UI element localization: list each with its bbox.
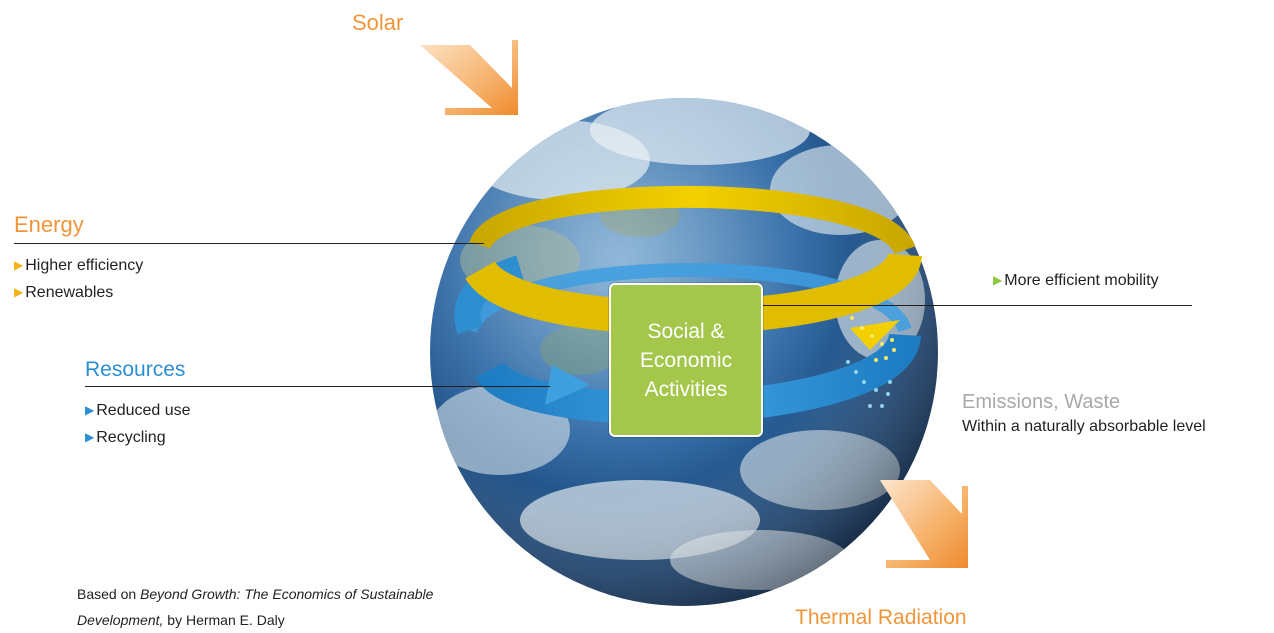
emissions-title: Emissions, Waste bbox=[962, 391, 1121, 413]
list-item: ▶Reduced use bbox=[85, 402, 191, 419]
thermal-arrow-icon bbox=[880, 480, 968, 568]
triangle-bullet-icon: ▶ bbox=[85, 430, 95, 444]
mobility-leader-line bbox=[684, 305, 1192, 306]
emission-dots bbox=[846, 316, 896, 408]
triangle-bullet-icon: ▶ bbox=[14, 285, 24, 299]
triangle-bullet-icon: ▶ bbox=[14, 258, 24, 272]
center-label-line-3: Activities bbox=[644, 377, 728, 401]
mobility-item: ▶More efficient mobility bbox=[993, 272, 1159, 289]
triangle-bullet-icon: ▶ bbox=[993, 273, 1003, 287]
energy-list: ▶Higher efficiency ▶Renewables bbox=[14, 252, 143, 306]
solar-arrow-icon bbox=[420, 40, 518, 115]
list-item: ▶Higher efficiency bbox=[14, 257, 144, 274]
book-title-line-2: Development, bbox=[77, 612, 164, 628]
resources-leader-line bbox=[85, 386, 550, 387]
emissions-subtitle: Within a naturally absorbable level bbox=[962, 418, 1206, 435]
list-item: ▶Renewables bbox=[14, 284, 114, 301]
book-title-line-1: Beyond Growth: The Economics of Sustaina… bbox=[140, 586, 434, 602]
citation: Based on Beyond Growth: The Economics of… bbox=[77, 586, 434, 628]
social-economic-activities-box: Social & Economic Activities bbox=[609, 283, 763, 437]
list-item: ▶Recycling bbox=[85, 429, 166, 446]
center-label-line-2: Economic bbox=[639, 348, 733, 372]
resources-title: Resources bbox=[85, 358, 186, 381]
resources-list: ▶Reduced use ▶Recycling bbox=[85, 397, 191, 451]
energy-title: Energy bbox=[14, 212, 84, 237]
center-label-line-1: Social & bbox=[647, 319, 725, 343]
triangle-bullet-icon: ▶ bbox=[85, 403, 95, 417]
solar-label: Solar bbox=[352, 10, 404, 35]
energy-leader-line bbox=[14, 243, 484, 244]
thermal-radiation-label: Thermal Radiation bbox=[795, 606, 967, 629]
